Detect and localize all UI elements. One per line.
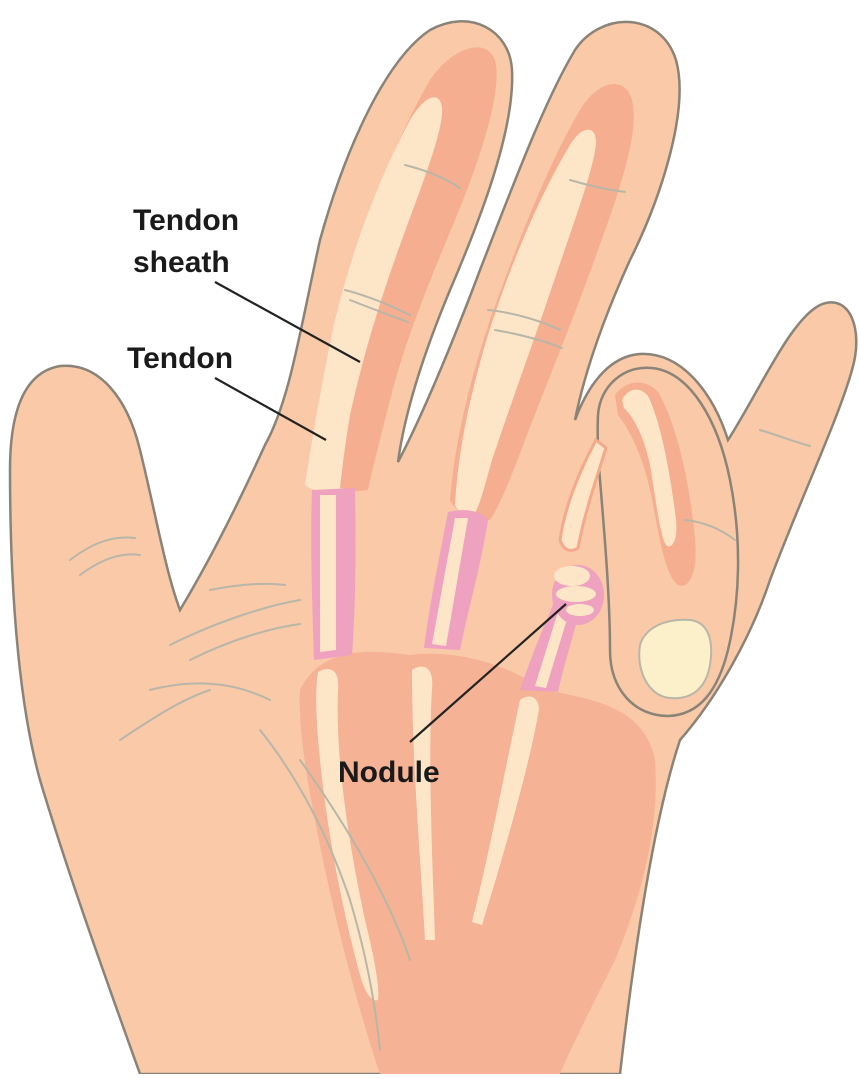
label-nodule: Nodule (338, 756, 440, 789)
index-tendon-palm-core (320, 495, 336, 652)
nodule (552, 565, 604, 625)
fingernail (639, 620, 711, 698)
label-tendon-sheath-line1: Tendon (133, 204, 239, 237)
label-tendon: Tendon (127, 342, 233, 375)
label-tendon-sheath-line2: sheath (133, 246, 230, 279)
